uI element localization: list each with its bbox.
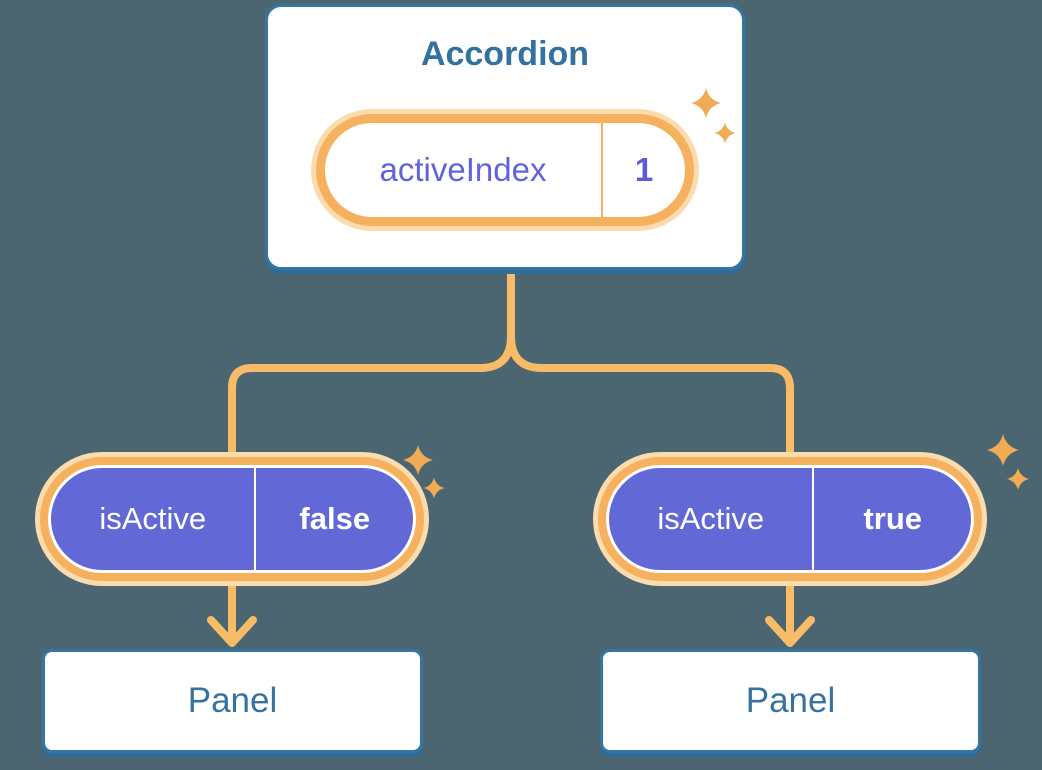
state-value: 1 xyxy=(634,151,654,188)
arrow-down-icon xyxy=(765,616,815,647)
prop-pill-body: isActive false xyxy=(51,468,413,570)
component-title: Panel xyxy=(187,681,278,720)
component-title: Panel xyxy=(745,681,836,720)
prop-name: isActive xyxy=(657,501,765,536)
prop-value: false xyxy=(299,501,371,536)
panel-component-box-left: Panel xyxy=(42,649,423,753)
prop-pill-isactive-true: isActive true xyxy=(598,457,982,581)
prop-pill-body: isActive true xyxy=(609,468,971,570)
prop-name: isActive xyxy=(99,501,207,536)
accordion-component-box: Accordion activeIndex 1 xyxy=(265,4,745,270)
pill-divider xyxy=(601,123,603,217)
pill-divider xyxy=(812,468,815,570)
arrow-down-icon xyxy=(207,616,257,647)
connector-left-branch xyxy=(228,264,515,645)
prop-pill-isactive-false: isActive false xyxy=(40,457,424,581)
state-pill: activeIndex 1 xyxy=(316,114,694,226)
panel-component-box-right: Panel xyxy=(600,649,981,753)
prop-value: true xyxy=(863,501,923,536)
component-title: Accordion xyxy=(420,35,590,73)
sparkle-icon xyxy=(987,434,1029,490)
state-name: activeIndex xyxy=(379,151,547,188)
connector-right-branch xyxy=(507,264,794,645)
